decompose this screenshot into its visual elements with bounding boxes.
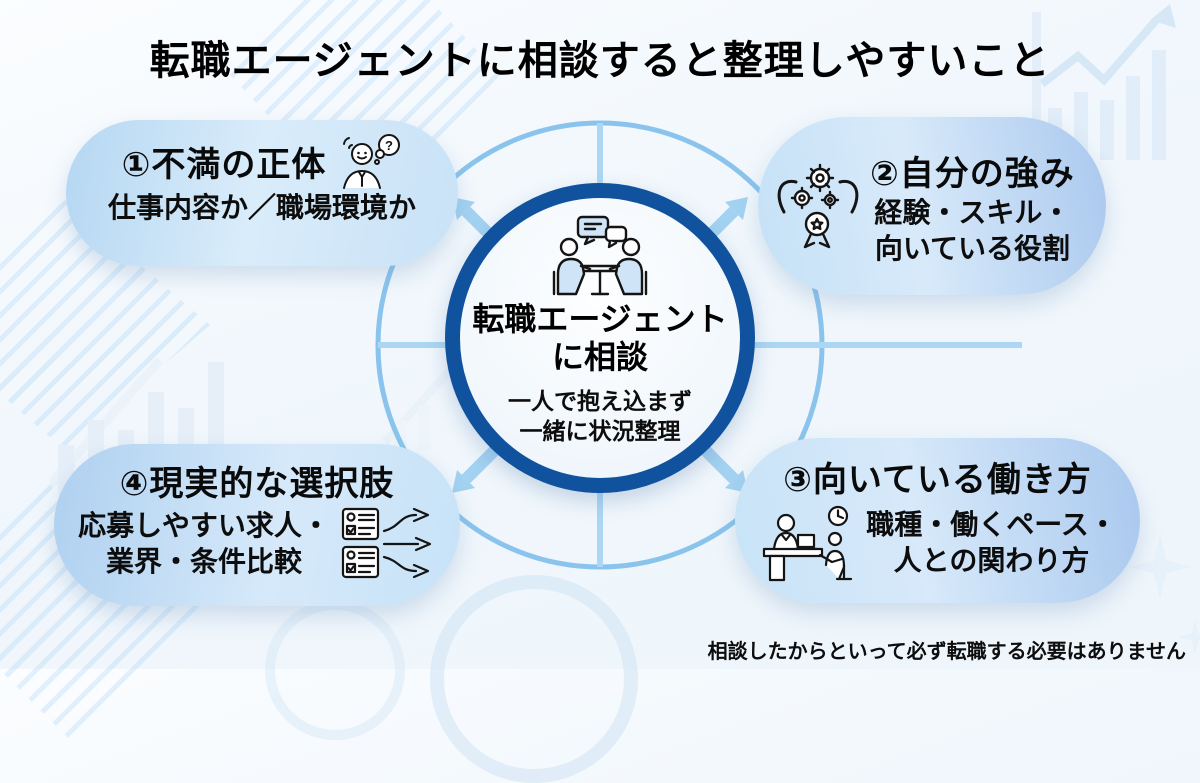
bubble-4-detail: 業界・条件比較 (105, 546, 302, 577)
bubble-1-title: ①不満の正体 (121, 145, 327, 184)
bubble-2-title: ②自分の強み (870, 154, 1075, 193)
strengths-gears-medal-icon (777, 163, 859, 249)
center-hub: 転職エージェント に相談 一人で抱え込まず 一緒に状況整理 (445, 183, 755, 493)
bubble-4-detail: 応募しやすい求人・ (78, 510, 330, 542)
center-title-line2: に相談 (551, 339, 648, 376)
footer-disclaimer: 相談したからといって必ず転職する必要はありません (707, 641, 1186, 663)
bubble-3-title: ③向いている働き方 (783, 461, 1092, 499)
bubble-1-detail: 仕事内容か／職場環境か (107, 192, 416, 223)
bubble-strengths: ②自分の強み 経験・スキル・ 向いている役割 (758, 117, 1106, 295)
workstyle-desk-clock-icon (763, 505, 853, 582)
bubble-2-detail: 向いている役割 (874, 232, 1070, 264)
compare-documents-icon (341, 507, 431, 579)
consultation-people-icon (552, 215, 648, 296)
svg-text:?: ? (385, 138, 393, 153)
bubble-3-detail: 職種・働くペース・ (866, 509, 1117, 541)
bubble-workstyle: ③向いている働き方 職種・働くペース・ 人との関わり方 (735, 438, 1140, 603)
confused-person-icon: ? (343, 134, 401, 189)
bubble-4-title: ④現実的な選択肢 (119, 465, 395, 503)
page-title: 転職エージェントに相談すると整理しやすいこと (149, 39, 1051, 83)
bubble-3-detail: 人との関わり方 (893, 545, 1090, 576)
bubble-options: ④現実的な選択肢 応募しやすい求人・ 業界・条件比較 (54, 444, 460, 606)
bubble-2-detail: 経験・スキル・ (874, 196, 1071, 228)
center-subtitle-line2: 一緒に状況整理 (519, 417, 681, 444)
center-subtitle-line1: 一人で抱え込まず (508, 387, 692, 414)
center-title-line1: 転職エージェント (472, 301, 728, 337)
bubble-dissatisfaction: ①不満の正体 ? 仕事内容か／職場環境か (66, 120, 458, 266)
growth-chart-background (1032, 4, 1176, 160)
